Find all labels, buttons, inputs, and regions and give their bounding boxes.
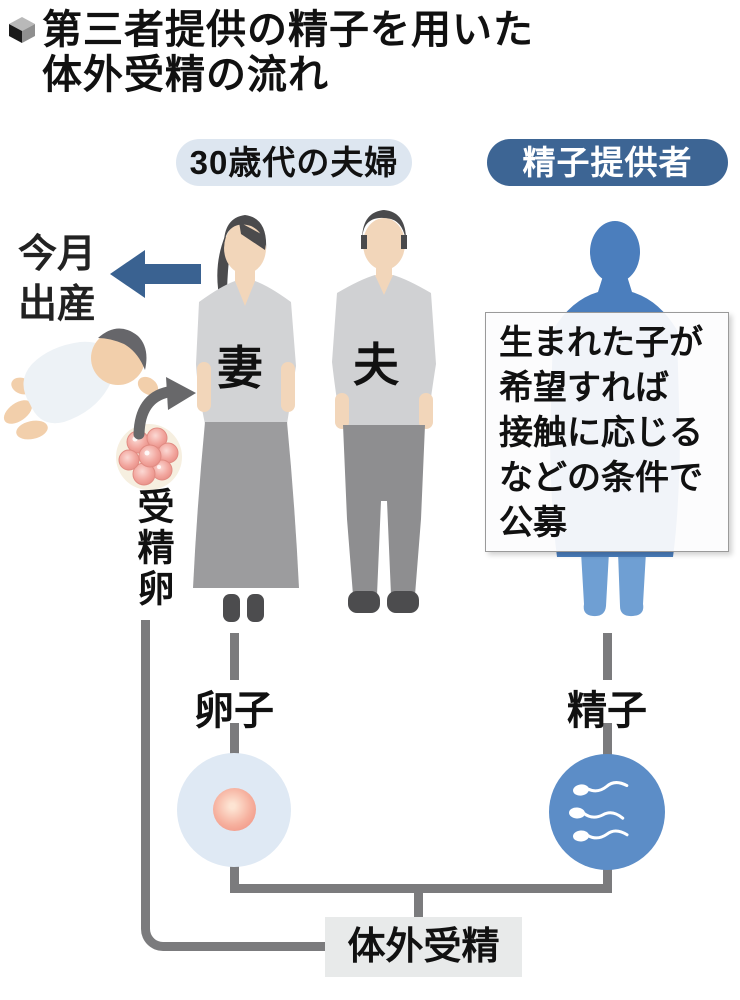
connector-donor-to-sperm	[603, 633, 612, 680]
birth-note-line1: 今月	[18, 233, 97, 276]
curved-arrow-icon	[133, 377, 196, 440]
donor-group-label: 精子提供者	[487, 139, 728, 186]
sperm-label: 精子	[567, 689, 647, 733]
connector-egglabel-to-eggcell	[230, 723, 239, 755]
husband-figure	[332, 210, 436, 613]
connector-wife-to-egg	[230, 633, 239, 680]
donor-condition-line: 生まれた子が	[499, 324, 703, 362]
connector-spermcell-down	[603, 864, 612, 888]
birth-note: 今月 出産	[18, 230, 96, 330]
egg-label: 卵子	[194, 689, 274, 733]
wife-label: 妻	[217, 342, 263, 394]
ivf-process-box: 体外受精	[325, 917, 522, 977]
wife-figure	[193, 215, 299, 622]
sperm-cell-icon	[549, 754, 665, 870]
connector-join-to-ivf	[414, 888, 423, 919]
page-title-line1: 第三者提供の精子を用いた	[42, 8, 534, 52]
header: 第三者提供の精子を用いた 体外受精の流れ	[8, 8, 534, 98]
egg-cell-icon	[177, 753, 291, 867]
page-title: 第三者提供の精子を用いた 体外受精の流れ	[42, 8, 534, 98]
cube-icon	[9, 17, 35, 43]
donor-condition-line: 公募	[499, 504, 567, 542]
donor-condition-line: などの条件で	[499, 459, 703, 497]
connector-eggcell-down	[230, 860, 239, 888]
baby-icon	[3, 328, 159, 440]
connector-spermlabel-to-spermcell	[603, 723, 612, 755]
couple-group-label: 30歳代の夫婦	[176, 139, 412, 186]
husband-label: 夫	[353, 339, 399, 391]
egg-nucleus	[213, 788, 256, 831]
connector-ivf-to-fertilized-egg	[141, 620, 325, 951]
left-arrow-icon	[110, 250, 201, 298]
donor-condition-line: 希望すれば	[499, 369, 669, 407]
birth-note-line2: 出産	[18, 283, 97, 326]
donor-condition-line: 接触に応じる	[499, 414, 703, 452]
page-title-line2: 体外受精の流れ	[42, 53, 329, 97]
fertilized-egg-label: 受精卵	[132, 487, 173, 610]
donor-condition-box: 生まれた子が 希望すれば 接触に応じる などの条件で 公募	[485, 312, 729, 552]
fertilized-egg-icon	[116, 424, 182, 490]
